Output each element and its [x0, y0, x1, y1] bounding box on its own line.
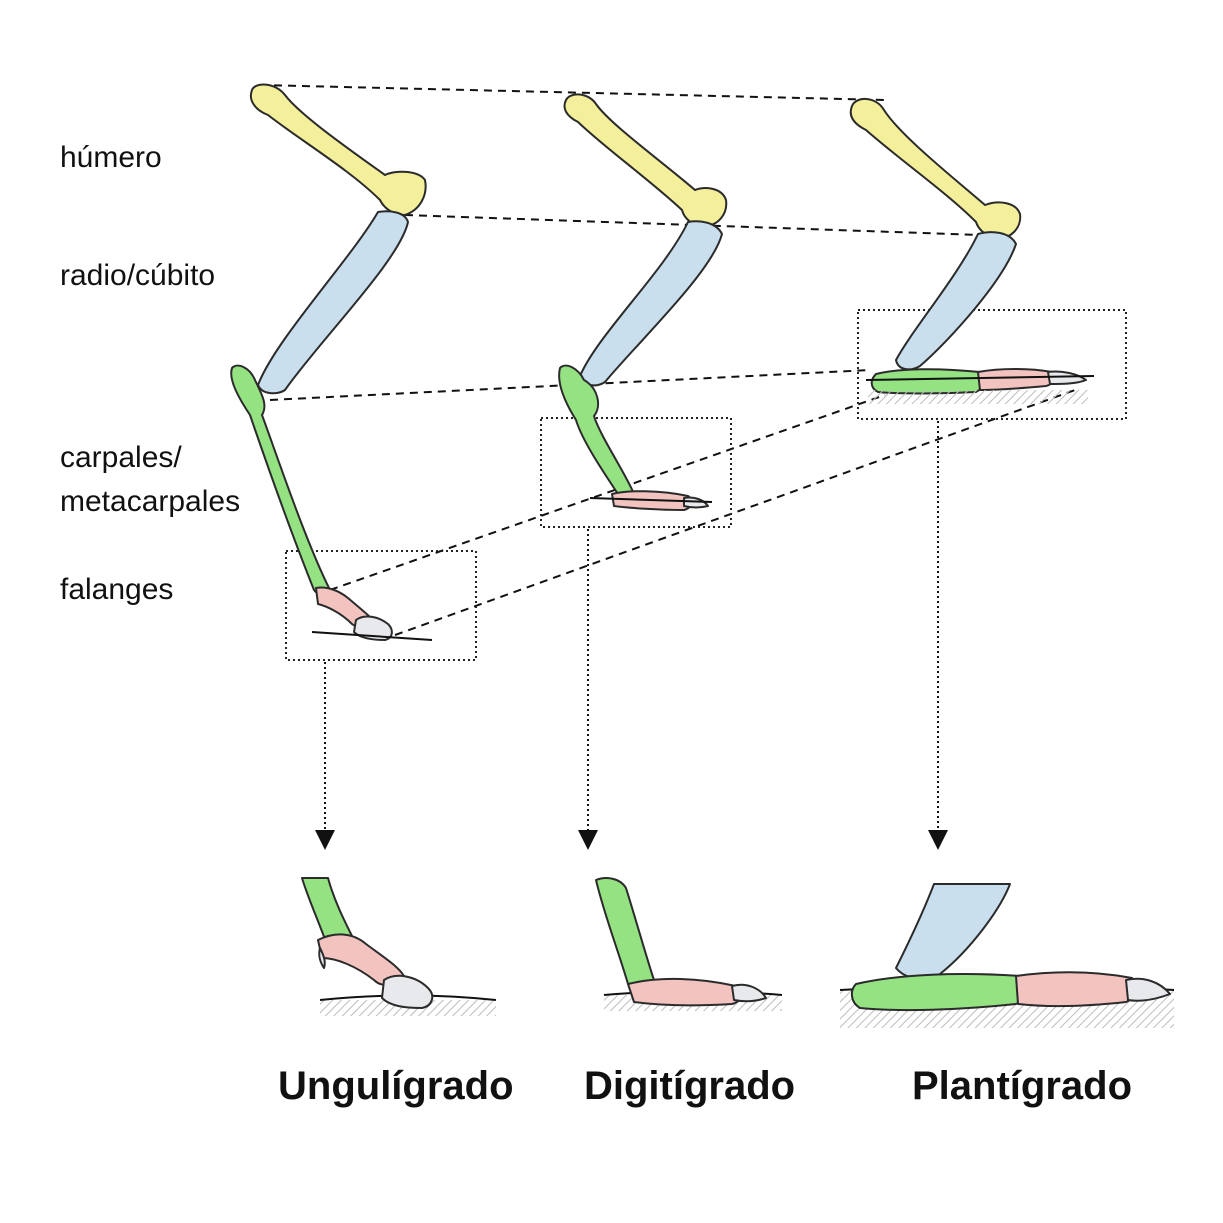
hoof	[353, 615, 393, 641]
radius-ulna-bone	[579, 220, 723, 387]
metacarpal-bones	[595, 877, 655, 989]
claw	[1125, 977, 1171, 1002]
label-carpals-line1: carpales/	[60, 441, 182, 474]
phalanx-bones	[1015, 971, 1137, 1008]
carpal-metacarpal-bones	[230, 364, 331, 596]
label-carpals-line2: metacarpales	[60, 485, 241, 518]
claw	[1047, 370, 1087, 385]
claw	[731, 983, 767, 1003]
digitigrade-limb	[558, 93, 728, 511]
digitigrade-detail	[595, 877, 783, 1011]
humerus-bone	[249, 83, 427, 216]
humerus-bone	[849, 98, 1022, 240]
radius-ulna-bones	[895, 883, 1011, 980]
hoof	[381, 974, 434, 1009]
plantigrade-limb	[849, 98, 1095, 404]
unguligrade-detail	[301, 877, 497, 1016]
label-radius-ulna: radio/cúbito	[60, 259, 216, 292]
label-humerus: húmero	[60, 141, 162, 174]
caption-digitigrade: Digitígrado	[584, 1064, 796, 1108]
radius-ulna-bone	[257, 210, 409, 395]
carpal-metacarpal-bones	[870, 368, 985, 395]
claw	[683, 496, 709, 509]
plantigrade-detail	[839, 883, 1175, 1028]
phalanx-bones	[627, 977, 742, 1007]
label-phalanges: falanges	[60, 573, 174, 606]
zoom-arrows	[315, 421, 948, 850]
zoom-boxes	[285, 309, 1127, 661]
dewclaw	[318, 947, 326, 969]
phalanx-bones	[977, 368, 1055, 391]
caption-plantigrade: Plantígrado	[912, 1064, 1133, 1108]
radius-ulna-bone	[895, 231, 1017, 371]
carpal-metacarpal-bones	[850, 973, 1026, 1012]
unguligrade-limb	[230, 83, 433, 641]
humerus-bone	[563, 93, 728, 227]
caption-unguligrade: Ungulígrado	[278, 1064, 514, 1108]
